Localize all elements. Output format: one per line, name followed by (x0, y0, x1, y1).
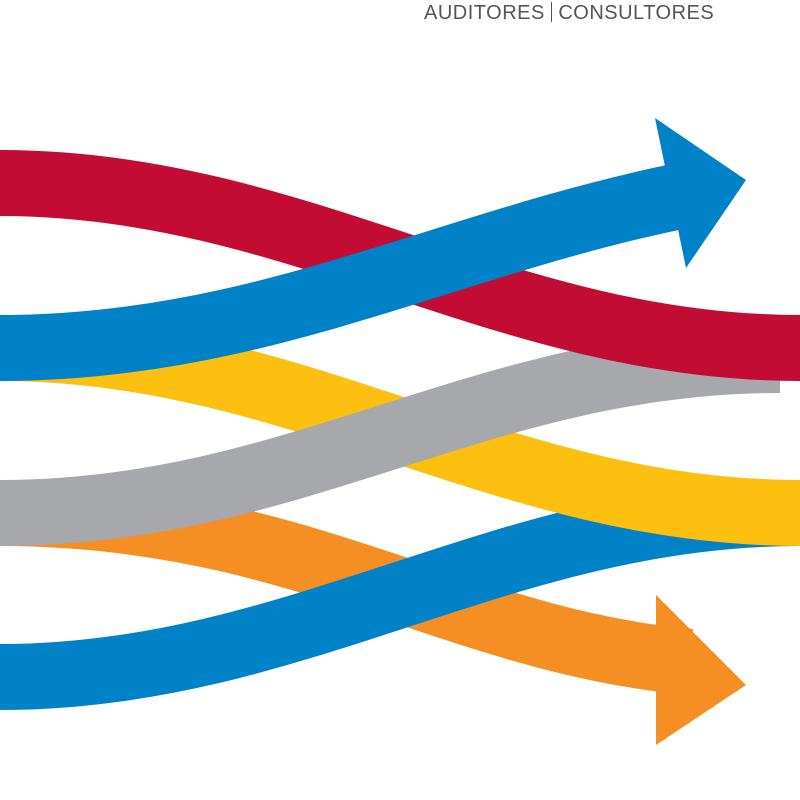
blue-top-band (0, 163, 687, 381)
orange-arrowhead (656, 595, 746, 745)
tagline-divider (550, 2, 553, 22)
blue-arrowhead (655, 118, 746, 268)
tagline-consultores: CONSULTORES (558, 2, 715, 24)
tagline-auditores: AUDITORES (424, 2, 545, 24)
tagline: AUDITORES CONSULTORES (424, 2, 714, 25)
